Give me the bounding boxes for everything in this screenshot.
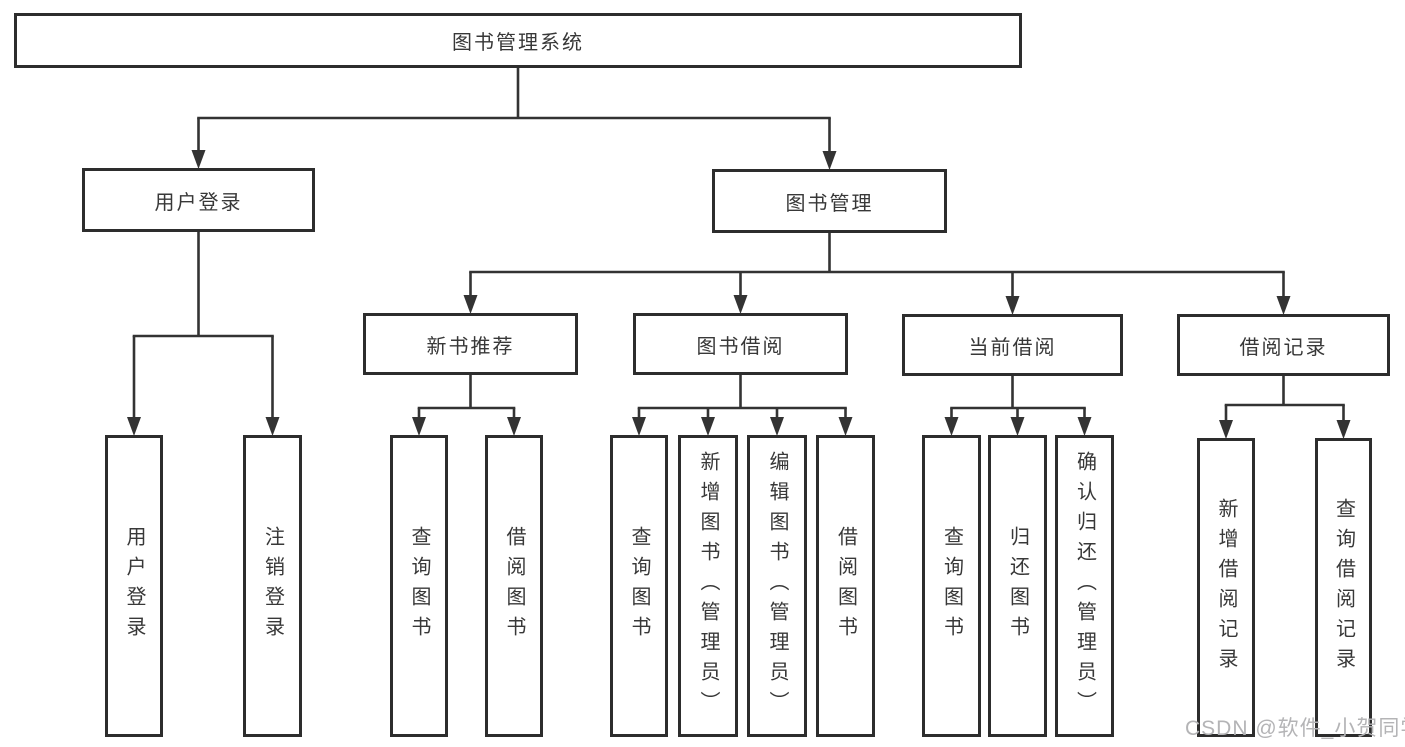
node-current-borrow: 当前借阅	[902, 314, 1123, 376]
node-book-mgmt: 图书管理	[712, 169, 947, 233]
node-borrow-records: 借阅记录	[1177, 314, 1390, 376]
node-cb-return: 归还图书	[988, 435, 1047, 737]
node-new-book-rec: 新书推荐	[363, 313, 578, 375]
node-bb-query: 查询图书	[610, 435, 668, 737]
node-cb-confirm: 确认归还（管理员）	[1055, 435, 1114, 737]
node-rec-borrow: 借阅图书	[485, 435, 543, 737]
node-br-query: 查询借阅记录	[1315, 438, 1372, 737]
node-rec-query: 查询图书	[390, 435, 448, 737]
node-cb-query: 查询图书	[922, 435, 981, 737]
node-br-add: 新增借阅记录	[1197, 438, 1255, 737]
node-bb-add: 新增图书（管理员）	[678, 435, 738, 737]
node-login: 用户登录	[105, 435, 163, 737]
watermark: CSDN @软件_小贺同学	[1185, 717, 1405, 740]
node-bb-borrow: 借阅图书	[816, 435, 875, 737]
node-bb-edit: 编辑图书（管理员）	[747, 435, 807, 737]
node-user-login: 用户登录	[82, 168, 315, 232]
node-book-borrow: 图书借阅	[633, 313, 848, 375]
node-logout: 注销登录	[243, 435, 302, 737]
node-root: 图书管理系统	[14, 13, 1022, 68]
